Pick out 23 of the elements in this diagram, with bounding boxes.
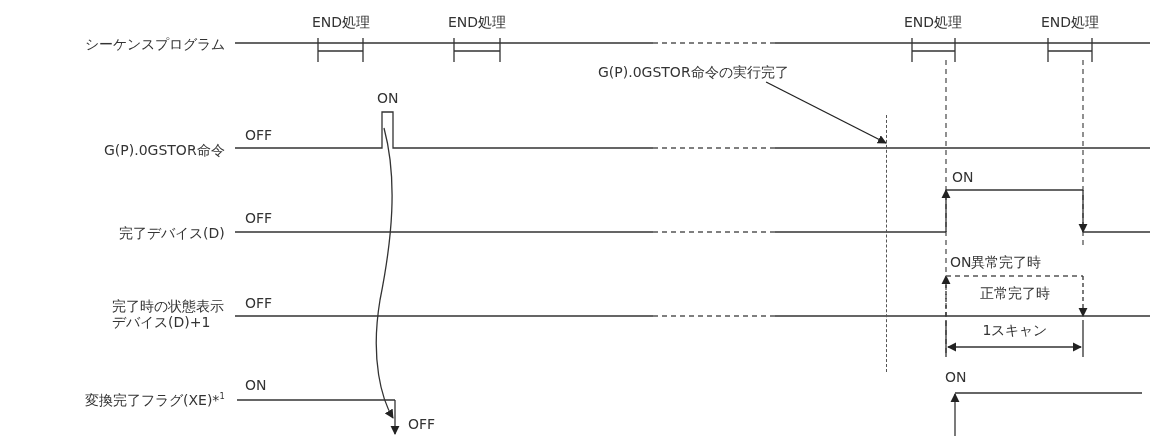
- process-label: END処理: [312, 14, 371, 31]
- line: [886, 115, 888, 372]
- state-label: OFF: [408, 416, 436, 433]
- timing-label: 正常完了時: [980, 285, 1050, 302]
- signal-name: 完了デバイス(D): [119, 225, 225, 242]
- state-label: OFF: [245, 127, 273, 144]
- state-label: OFF: [245, 295, 273, 312]
- annotation-text: G(P).0GSTOR命令の実行完了: [598, 64, 789, 81]
- signal-name: シーケンスプログラム: [85, 36, 225, 53]
- leader-arrow: [765, 81, 887, 144]
- dimension-label: 1スキャン: [982, 322, 1048, 339]
- state-label: ON: [945, 369, 967, 386]
- signal-name: 変換完了フラグ(XE)*$^{1}$: [85, 392, 225, 409]
- signal-name: 完了時の状態表示デバイス(D)+1: [112, 298, 225, 331]
- process-label: END処理: [904, 14, 963, 31]
- process-label: END処理: [1041, 14, 1100, 31]
- state-label: ON: [377, 90, 399, 107]
- timing-label: ON異常完了時: [950, 254, 1042, 271]
- signal-name: G(P).0GSTOR命令: [104, 142, 225, 159]
- state-label: ON: [952, 169, 974, 186]
- process-label: END処理: [448, 14, 507, 31]
- state-label: OFF: [245, 210, 273, 227]
- state-label: ON: [245, 377, 267, 394]
